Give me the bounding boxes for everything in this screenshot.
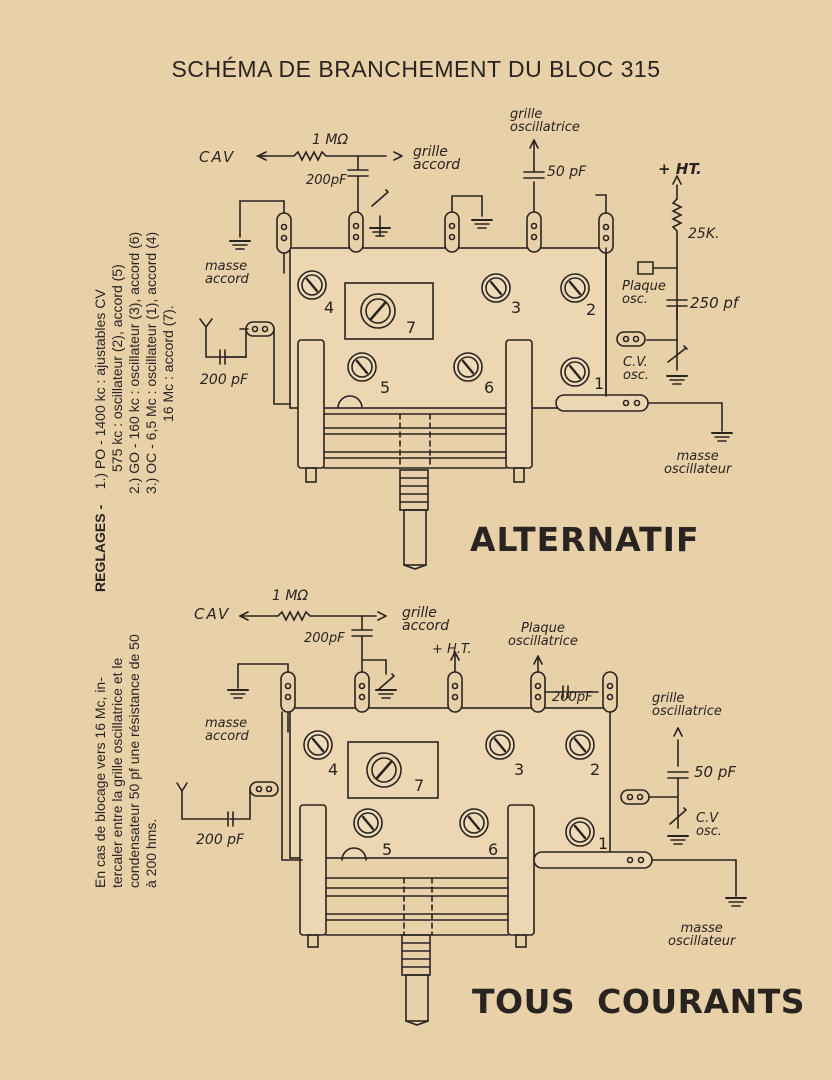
alt-ht-label: + HT. [658,160,702,178]
alt-trimmer-6: 6 [484,378,495,397]
alt-r25k-label: 25K. [688,226,720,242]
bloc-alternatif [199,139,733,570]
tc-trimmer-4: 4 [328,760,339,779]
alt-resistor-label: 1 MΩ [312,132,349,148]
tc-c200-ant-label: 200 pF [196,832,245,848]
tc-trimmer-6: 6 [488,840,499,859]
tc-trimmer-1: 1 [598,834,609,853]
alternatif-label: ALTERNATIF [470,520,700,559]
alt-cav-label: CAV [199,148,236,166]
tc-c200-plaque-label: 200pF [552,690,593,705]
tc-trimmer-7: 7 [414,776,425,795]
bloc-tous-courants [176,610,747,1026]
tc-c50-label: 50 pF [694,763,737,781]
tous-courants-label: TOUS COURANTS [472,982,806,1021]
tc-cav-label: CAV [194,605,231,623]
tc-resistor-label: 1 MΩ [272,588,309,604]
alt-trimmer-2: 2 [586,300,597,319]
alt-trimmer-1: 1 [594,374,605,393]
tc-c200-top-label: 200pF [304,631,345,646]
alt-trimmer-7: 7 [406,318,417,337]
alt-c200-ant-label: 200 pF [200,372,249,388]
alt-trimmer-3: 3 [511,298,522,317]
alt-c50-label: 50 pF [547,164,587,180]
alt-trimmer-4: 4 [324,298,335,317]
page-title: SCHÉMA DE BRANCHEMENT DU BLOC 315 [171,56,661,82]
tc-trimmer-3: 3 [514,760,525,779]
alt-c200-top-label: 200pF [306,173,347,188]
tc-trimmer-5: 5 [382,840,393,859]
tc-trimmer-2: 2 [590,760,601,779]
tc-ht-label: + H.T. [432,642,472,657]
alt-c250-label: 250 pf [690,294,739,312]
alt-cv-osc-label: C.V.osc. [623,355,650,383]
alt-trimmer-5: 5 [380,378,391,397]
